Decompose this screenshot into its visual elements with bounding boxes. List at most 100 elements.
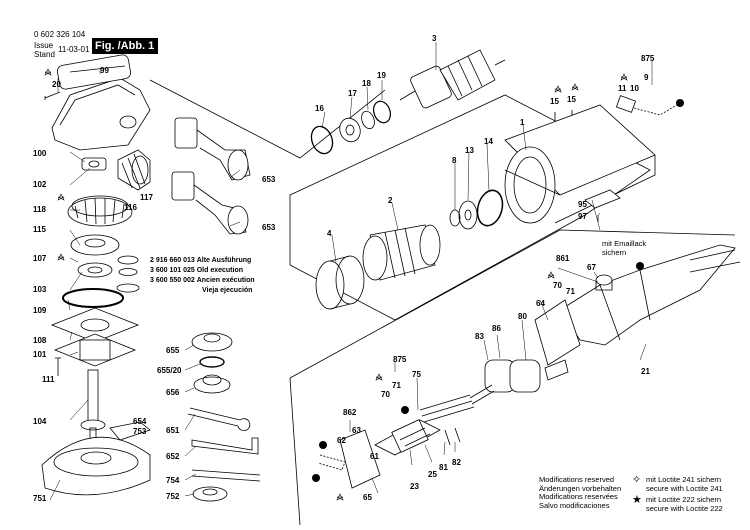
- loctite241-icon-20: [44, 68, 52, 76]
- kit-desc-4: Vieja ejecución: [202, 287, 253, 294]
- earth-wire: [633, 102, 681, 116]
- kit-list: 2 916 660 013 Alte Ausführung 3 600 101 …: [150, 256, 255, 296]
- callout-83: 83: [475, 332, 484, 341]
- kit-num-1: 2 916 660 013: [150, 257, 195, 264]
- bevel-pinion-117: [117, 149, 151, 191]
- callout-70-lower: 70: [381, 390, 390, 399]
- callout-25: 25: [428, 470, 437, 479]
- callout-3: 3: [432, 34, 437, 43]
- loctite222-legend: mit Loctite 222 sichern secure with Loct…: [646, 495, 723, 513]
- part-number: 0 602 326 104: [34, 30, 86, 39]
- motor-housing-1: [504, 104, 656, 224]
- kit-desc-1: Alte Ausführung: [196, 257, 252, 264]
- callout-116: 116: [124, 203, 137, 212]
- pin-754: [191, 469, 261, 482]
- callout-67: 67: [587, 263, 596, 272]
- bearing-103: [77, 262, 113, 278]
- emaillack-note-1: mit Emaillack: [602, 239, 647, 248]
- callout-118: 118: [33, 205, 46, 214]
- spanner-651: [187, 407, 251, 432]
- mod-line-2: Änderungen vorbehalten: [539, 483, 622, 493]
- callout-2: 2: [388, 196, 393, 205]
- callout-82: 82: [452, 458, 461, 467]
- callout-115: 115: [33, 225, 46, 234]
- o-ring-16: [310, 125, 334, 155]
- callout-97: 97: [578, 212, 587, 221]
- screw-99: [44, 91, 61, 100]
- loctite241-icon-107: [57, 253, 65, 261]
- callout-14: 14: [484, 137, 493, 146]
- loctite241-icon-65: [336, 493, 344, 501]
- callout-62: 62: [337, 436, 346, 445]
- loctite241-line-1: mit Loctite 241 sichern: [646, 475, 722, 484]
- callout-16: 16: [315, 104, 324, 113]
- insulation-sleeve-4: [315, 255, 365, 310]
- loctite241-icon-15a: [554, 85, 562, 93]
- callout-71-upper: 71: [566, 287, 575, 296]
- marker-x-bottom: [312, 474, 320, 482]
- panel-border-bottom: [289, 229, 736, 526]
- callout-75: 75: [412, 370, 421, 379]
- callout-99: 99: [100, 66, 109, 75]
- callout-21: 21: [641, 367, 650, 376]
- figure-title: Fig. /Abb. 1: [92, 38, 158, 54]
- gear-head-100: [51, 54, 151, 151]
- washer-8: [449, 209, 461, 227]
- callout-19: 19: [377, 71, 386, 80]
- clamp-nut-656: [193, 374, 231, 394]
- kit-desc-2: Old execution: [196, 267, 244, 274]
- callout-656: 656: [166, 388, 180, 397]
- panel-border-top: [149, 79, 386, 159]
- callout-101: 101: [33, 350, 47, 359]
- callout-20: 20: [52, 80, 61, 89]
- callout-862: 862: [343, 408, 357, 417]
- flange-107: [70, 234, 120, 256]
- loctite241-icon-118: [57, 193, 65, 201]
- callout-4: 4: [327, 229, 332, 238]
- mod-line-3: Modifications reservées: [539, 492, 618, 501]
- loctite241-line-2: secure with Loctite 241: [646, 483, 723, 493]
- kit-num-3: 3 600 550 002: [150, 277, 195, 284]
- wheel-guard-751: [41, 436, 151, 496]
- marker-x-lower: [401, 406, 409, 414]
- callout-65: 65: [363, 493, 372, 502]
- loctite241-icon-11: [620, 73, 628, 81]
- marker-d: [676, 99, 684, 107]
- flange-nut-655: [191, 332, 233, 352]
- callout-15b: 15: [567, 95, 576, 104]
- ring-14: [476, 189, 504, 227]
- ring-kit-b: [118, 268, 138, 276]
- callout-875-top: 875: [641, 54, 655, 63]
- marker-x-upper: [636, 262, 644, 270]
- callout-70-upper: 70: [553, 281, 562, 290]
- callout-17: 17: [348, 89, 357, 98]
- callout-81: 81: [439, 463, 448, 472]
- panel-border-motor: [289, 94, 651, 321]
- ring-kit-a: [117, 255, 139, 265]
- callout-655: 655: [166, 346, 180, 355]
- callout-875-lower: 875: [393, 355, 407, 364]
- spindle-104: [80, 369, 106, 441]
- aux-handle-lower: [171, 171, 249, 235]
- hex-key-652: [191, 437, 259, 455]
- callout-861: 861: [556, 254, 570, 263]
- issue-label: Issue: [34, 41, 54, 50]
- terminal-9: [615, 95, 637, 113]
- ring-19: [372, 100, 392, 124]
- cable-63: [317, 454, 346, 471]
- bearing-13: [458, 200, 478, 230]
- clamp-654: [109, 421, 151, 441]
- part-80: [544, 359, 569, 381]
- callout-11: 11: [618, 84, 627, 93]
- aux-handle-upper: [174, 117, 251, 181]
- callout-107: 107: [33, 254, 47, 263]
- loctite241-icon-15b: [571, 83, 579, 91]
- wires-875: [419, 394, 475, 423]
- callout-61: 61: [370, 452, 379, 461]
- callout-111: 111: [42, 375, 55, 384]
- callout-13: 13: [465, 146, 474, 155]
- cover-62: [339, 429, 381, 489]
- switch-assembly-75: [374, 419, 441, 456]
